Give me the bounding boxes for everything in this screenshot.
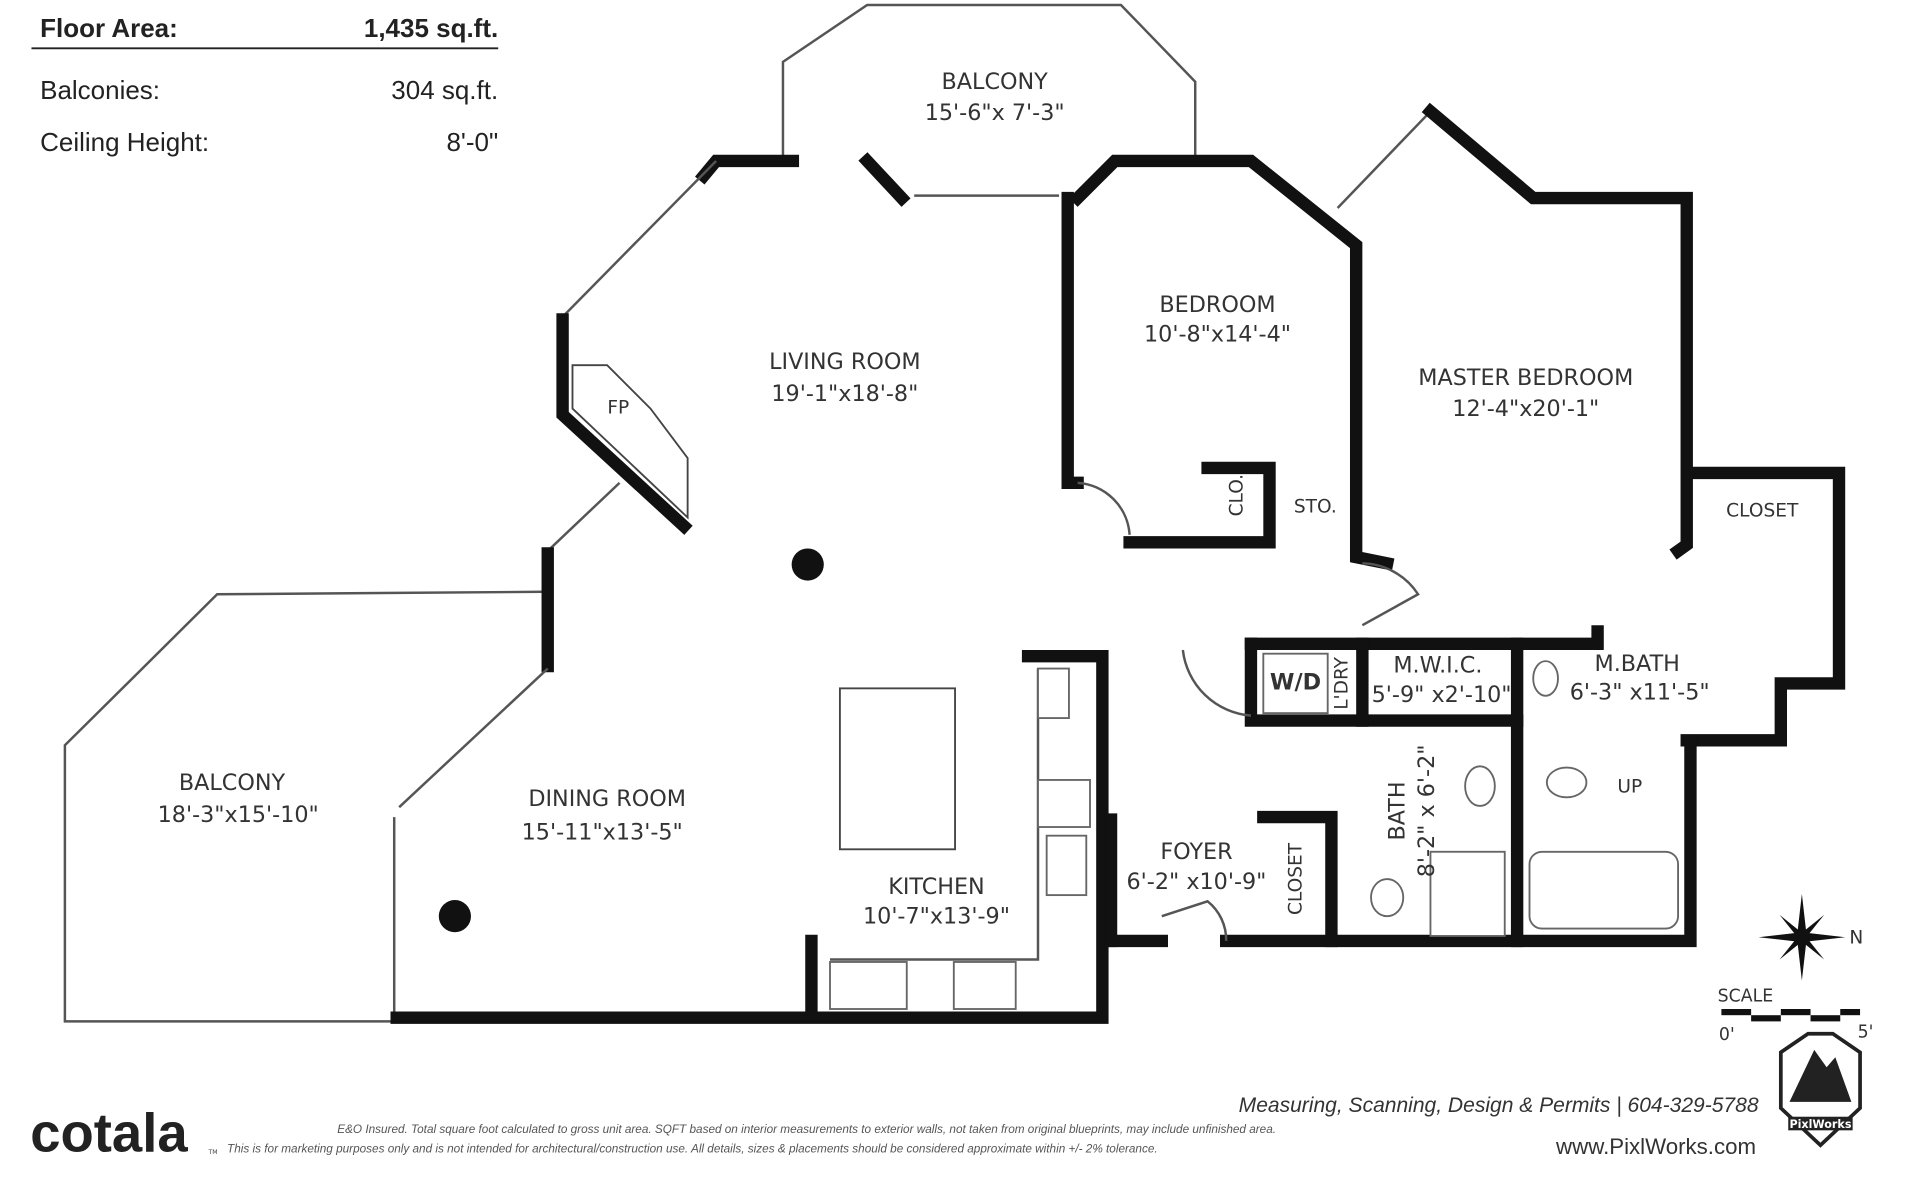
- room-dims: 10'-8"x14'-4": [1144, 322, 1291, 348]
- kitchen-island: [838, 687, 956, 851]
- bath-sink: [1464, 765, 1496, 807]
- floor-area-value: 1,435 sq.ft.: [364, 13, 498, 43]
- bathtub: [1528, 850, 1679, 930]
- room-name: M.BATH: [1595, 651, 1680, 677]
- walls: [390, 102, 1846, 1024]
- balcony-left-outline: [63, 590, 546, 1023]
- room-labels: BALCONY 15'-6"x 7'-3" LIVING ROOM 19'-1"…: [158, 69, 1799, 929]
- balconies-label: Balconies:: [40, 75, 160, 105]
- balcony-top-outline: [781, 3, 1197, 159]
- area-summary: Floor Area: 1,435 sq.ft. Balconies: 304 …: [31, 13, 498, 157]
- shower: [1429, 850, 1506, 937]
- fireplace: [571, 364, 689, 520]
- room-dims: 19'-1"x18'-8": [771, 381, 918, 407]
- room-name: BALCONY: [179, 770, 286, 796]
- north-label: N: [1849, 927, 1863, 948]
- column: [791, 548, 824, 581]
- room-name: MASTER BEDROOM: [1418, 365, 1633, 391]
- room-name: DINING ROOM: [528, 786, 686, 812]
- room-name: BALCONY: [942, 69, 1049, 95]
- scale-end: 5': [1858, 1022, 1874, 1042]
- balconies-value: 304 sq.ft.: [391, 75, 498, 105]
- laundry-label: L'DRY: [1332, 656, 1353, 709]
- room-name: FOYER: [1160, 839, 1232, 865]
- room-dims: 18'-3"x15'-10": [158, 802, 319, 828]
- scale-bar: SCALE 0' 5': [1718, 987, 1874, 1045]
- column: [438, 900, 471, 933]
- disclaimer-line-1: E&O Insured. Total square foot calculate…: [337, 1123, 1276, 1136]
- scale-start: 0': [1719, 1025, 1735, 1045]
- disclaimer-line-2: This is for marketing purposes only and …: [227, 1143, 1158, 1156]
- toilet: [1545, 766, 1588, 799]
- room-dims: 8'-2" x 6'-2": [1414, 745, 1440, 878]
- window: [1336, 110, 1432, 209]
- cotala-logo: cotala: [30, 1102, 188, 1163]
- master-sink: [1532, 660, 1559, 697]
- washer-dryer: [1262, 652, 1329, 715]
- balcony-outlines: [63, 3, 1432, 1023]
- floor-area-label: Floor Area:: [40, 13, 178, 43]
- toilet: [1370, 878, 1405, 918]
- room-name: BEDROOM: [1159, 292, 1275, 318]
- room-dims: 5'-9" x2'-10": [1372, 682, 1512, 708]
- room-dims: 6'-3" x11'-5": [1570, 679, 1710, 705]
- room-dims: 15'-6"x 7'-3": [925, 100, 1065, 126]
- sink: [1045, 834, 1088, 897]
- stairs-up-label: UP: [1617, 776, 1642, 797]
- room-dims: 6'-2" x10'-9": [1127, 869, 1267, 895]
- room-name: KITCHEN: [888, 874, 984, 900]
- closet-label: CLOSET: [1726, 500, 1799, 521]
- badge-text: PixlWorks: [1789, 1118, 1851, 1131]
- washer-dryer-label: W/D: [1270, 670, 1321, 696]
- scale-title: SCALE: [1718, 987, 1774, 1007]
- closet-label: CLOSET: [1286, 842, 1307, 915]
- ceiling-height-label: Ceiling Height:: [40, 127, 209, 157]
- room-name: M.W.I.C.: [1393, 652, 1482, 678]
- room-dims: 12'-4"x20'-1": [1452, 396, 1599, 422]
- storage-label: STO.: [1294, 497, 1337, 518]
- closet-label: CLO.: [1226, 474, 1247, 516]
- logo-tm: TM: [208, 1149, 218, 1156]
- pixlworks-badge: PixlWorks: [1778, 1031, 1862, 1148]
- room-name: BATH: [1384, 781, 1410, 840]
- room-dims: 15'-11"x13'-5": [522, 819, 683, 845]
- stove: [952, 961, 1017, 1010]
- website-link[interactable]: www.PixlWorks.com: [1555, 1134, 1756, 1159]
- fireplace-label: FP: [607, 398, 629, 419]
- compass-icon: N: [1758, 893, 1863, 981]
- footer: cotala TM Measuring, Scanning, Design & …: [30, 1031, 1862, 1163]
- room-dims: 10'-7"x13'-9": [863, 904, 1010, 930]
- fixtures: [438, 364, 1679, 1010]
- services-text: Measuring, Scanning, Design & Permits | …: [1239, 1094, 1759, 1117]
- room-name: LIVING ROOM: [769, 349, 921, 375]
- ceiling-height-value: 8'-0": [446, 127, 498, 157]
